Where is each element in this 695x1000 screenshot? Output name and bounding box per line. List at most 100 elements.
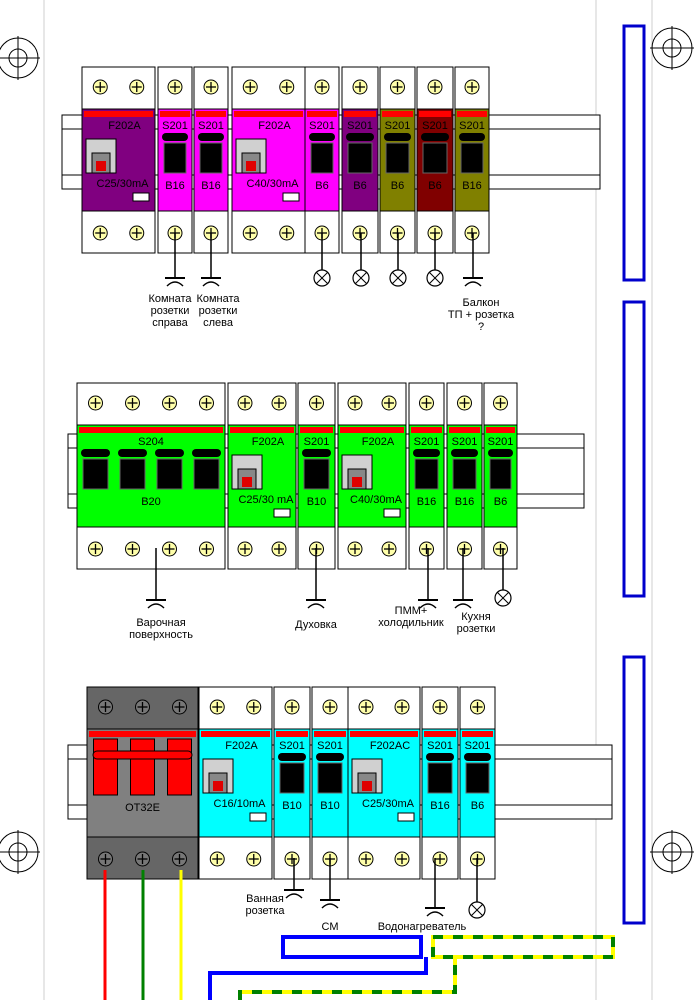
breaker-rating-label: B10: [282, 800, 302, 812]
toggle-bar: [198, 133, 224, 141]
switch-pole: [93, 738, 118, 796]
mount-hole-icon: [0, 36, 40, 80]
lamp-icon: [426, 233, 444, 287]
breaker-rating-label: B6: [391, 180, 404, 192]
side-frame: [622, 24, 646, 282]
load-label: СМ: [322, 921, 339, 933]
switch-model-label: OT32E: [125, 802, 160, 814]
breaker-model-label: S201: [488, 436, 514, 448]
socket-icon: Водонагреватель: [378, 858, 467, 933]
neutral-wire: [208, 957, 428, 1000]
breaker-model-label: S201: [459, 120, 485, 132]
toggle-bar: [488, 449, 513, 457]
red-stripe: [449, 427, 480, 433]
load-label: ТП + розетка: [448, 309, 515, 321]
load-label: Ванная: [246, 893, 284, 905]
red-stripe: [79, 427, 223, 433]
breaker-rating-label: B16: [430, 800, 450, 812]
breaker-rcd-f202a: F202A C16/10mA: [198, 686, 273, 880]
toggle-lever: [465, 762, 490, 794]
toggle-bar: [426, 753, 454, 761]
breaker-rating-label: B6: [315, 180, 328, 192]
toggle-bar: [346, 133, 374, 141]
breaker-model-label: S201: [414, 436, 440, 448]
load-label: ПММ+: [395, 605, 428, 617]
load-label: Духовка: [295, 619, 338, 631]
breaker-model-label: F202AC: [370, 740, 410, 752]
red-stripe: [84, 111, 153, 117]
breaker-model-label: S201: [309, 120, 335, 132]
breaker-model-label: S204: [138, 436, 164, 448]
toggle-bar: [464, 753, 491, 761]
breaker-rating-label: C25/30mA: [97, 178, 150, 190]
toggle-bar: [316, 753, 344, 761]
load-label: розетки: [199, 305, 238, 317]
switch-pole: [167, 738, 192, 796]
breaker-rating-label: B6: [353, 180, 366, 192]
toggle-lever: [119, 458, 146, 490]
breaker-rating-label: B6: [494, 496, 507, 508]
toggle-bar: [384, 133, 411, 141]
toggle-lever: [279, 762, 305, 794]
lamp-icon: [494, 548, 512, 607]
socket-icon: ПММ+холодильник: [378, 548, 444, 629]
toggle-lever: [347, 142, 373, 174]
supply-wires: [103, 870, 615, 1000]
breaker-model-label: F202A: [362, 436, 395, 448]
socket-icon: СМ: [320, 858, 340, 933]
load-label: розетки: [457, 623, 496, 635]
mount-hole-icon: [0, 830, 40, 874]
breaker-rating-label: C16/10mA: [214, 798, 267, 810]
socket-icon: Духовка: [295, 548, 338, 631]
breaker-rating-label: B16: [455, 496, 475, 508]
load-label: Комната: [196, 293, 240, 305]
red-stripe: [196, 111, 226, 117]
red-stripe: [411, 427, 442, 433]
test-button: [282, 192, 300, 202]
toggle-bar: [81, 449, 110, 457]
toggle-bar: [413, 449, 440, 457]
breaker-rating-label: B6: [428, 180, 441, 192]
breaker-row: F202AC25/30mAS201B16S201B16F202AC40/30mA…: [61, 66, 601, 254]
breaker-model-label: F202A: [225, 740, 258, 752]
toggle-lever: [385, 142, 410, 174]
toggle-lever: [460, 142, 484, 174]
red-stripe: [424, 731, 456, 737]
breaker-model-label: S201: [385, 120, 411, 132]
toggle-bar: [162, 133, 188, 141]
toggle-bar: [278, 753, 306, 761]
toggle-lever: [163, 142, 187, 174]
toggle-lever: [489, 458, 512, 490]
load-label: розетка: [246, 905, 286, 917]
red-stripe: [307, 111, 337, 117]
breaker-rating-label: B10: [307, 496, 327, 508]
red-stripe: [457, 111, 487, 117]
mount-hole-icon: [650, 830, 694, 874]
breaker-model-label: S201: [422, 120, 448, 132]
toggle-bar: [451, 449, 478, 457]
breaker-model-label: S201: [162, 120, 188, 132]
load-label: розетки: [151, 305, 190, 317]
load-label: слева: [203, 317, 234, 329]
toggle-lever: [422, 142, 448, 174]
load-label: Варочная: [136, 617, 185, 629]
breaker-model-label: S201: [465, 740, 491, 752]
toggle-lever: [303, 458, 330, 490]
